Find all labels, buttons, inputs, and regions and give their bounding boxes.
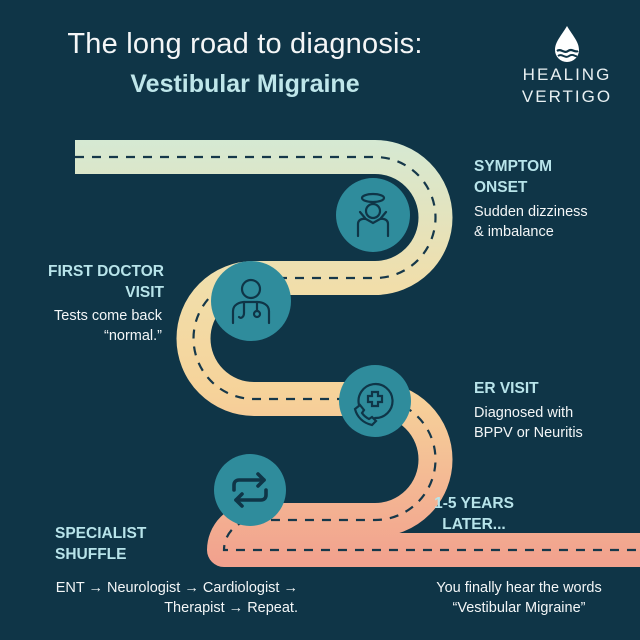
symptom-onset-heading-line-2: ONSET (474, 179, 528, 196)
symptom-onset-heading-line-1: SYMPTOM (474, 158, 553, 175)
dizzy-person-icon (336, 178, 410, 252)
first-doctor-heading-line-1: FIRST DOCTOR (48, 263, 164, 280)
emergency-phone-icon (339, 365, 411, 437)
symptom-onset-heading: SYMPTOM ONSET (474, 156, 552, 198)
road-center-line (75, 155, 640, 552)
specialist-heading-line-2: SHUFFLE (55, 546, 127, 563)
first-doctor-desc: Tests come back “normal.” (0, 306, 162, 346)
specialist-heading-line-1: SPECIALIST (55, 525, 147, 542)
specialist-desc: ENT → Neurologist → Cardiologist → Thera… (0, 578, 298, 618)
specialist-heading: SPECIALIST SHUFFLE (55, 523, 146, 565)
repeat-arrows-icon (214, 454, 286, 526)
er-visit-desc-line-2: BPPV or Neuritis (474, 425, 583, 441)
first-doctor-heading-line-2: VISIT (125, 284, 164, 301)
er-visit-heading: ER VISIT (474, 380, 539, 397)
logo-text: HEALING VERTIGO (500, 64, 634, 108)
title-line-1: The long road to diagnosis: (67, 28, 423, 60)
later-heading-line-1: 1-5 YEARS (434, 495, 514, 512)
later-heading-line-2: LATER... (442, 516, 506, 533)
later-desc: You finally hear the words “Vestibular M… (408, 578, 630, 618)
logo-line-2: VERTIGO (521, 87, 613, 106)
specialist-desc-line-1: ENT → Neurologist → Cardiologist → (55, 580, 298, 596)
water-drop-wave-icon (555, 26, 579, 62)
first-doctor-desc-line-2: “normal.” (103, 328, 162, 344)
symptom-onset-desc-line-2: & imbalance (474, 224, 554, 240)
symptom-onset-desc: Sudden dizziness & imbalance (474, 202, 588, 242)
first-doctor-heading: FIRST DOCTOR VISIT (0, 261, 164, 303)
first-doctor-desc-line-1: Tests come back (54, 308, 162, 324)
doctor-icon (211, 261, 291, 341)
er-visit-desc: Diagnosed with BPPV or Neuritis (474, 403, 583, 443)
later-desc-line-2: “Vestibular Migraine” (452, 600, 586, 616)
specialist-desc-line-2: Therapist → Repeat. (164, 600, 298, 616)
logo-line-1: HEALING (522, 65, 612, 84)
er-visit-desc-line-1: Diagnosed with (474, 405, 574, 421)
title-line-2: Vestibular Migraine (130, 70, 360, 98)
later-desc-line-1: You finally hear the words (436, 580, 602, 596)
symptom-onset-desc-line-1: Sudden dizziness (474, 204, 588, 220)
later-heading: 1-5 YEARS LATER... (400, 493, 548, 535)
